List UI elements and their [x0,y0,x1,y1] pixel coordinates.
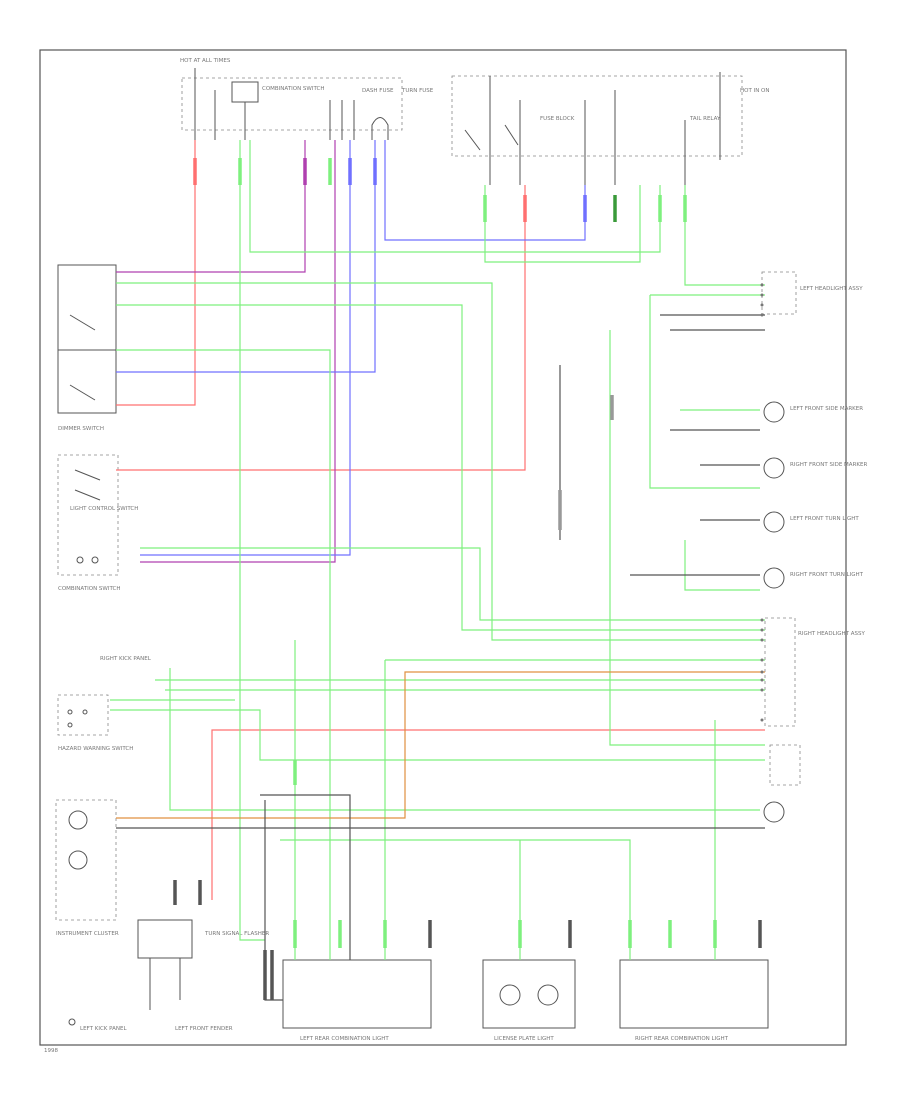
wire-blue-1 [116,140,376,373]
wire-green-19 [280,839,631,960]
label-turn-fuse: TURN FUSE [401,88,434,94]
label-license-plate: LICENSE PLATE LIGHT [494,1036,554,1042]
wire-green-12 [684,540,760,591]
label-left-kick-panel: LEFT KICK PANEL [80,1026,127,1032]
wire-orange-1 [116,671,765,819]
label-dash-fuse: DASH FUSE [362,88,394,94]
turn-flasher: TURN SIGNAL FLASHER LEFT KICK PANEL LEFT… [68,919,269,1032]
label-hazard-switch: HAZARD WARNING SWITCH [58,746,133,752]
label-left-headlight: LEFT HEADLIGHT ASSY [800,286,863,292]
wire-green-1 [239,140,265,941]
label-tail-relay: TAIL RELAY [689,116,721,122]
wire-green-2 [249,140,661,253]
rear-lights: LEFT REAR COMBINATION LIGHT LICENSE PLAT… [282,959,769,1042]
wire-red-3 [211,729,765,900]
wire-green-5 [116,349,331,960]
right-side-lights: LEFT HEADLIGHT ASSY LEFT FRONT SIDE MARK… [761,271,867,823]
hazard-switch-left: HAZARD WARNING SWITCH RIGHT KICK PANEL [57,656,152,752]
label-light-control-switch: LIGHT CONTROL SWITCH [70,506,138,512]
dimmer-switch: DIMMER SWITCH [57,264,117,432]
wire-purple-2 [140,140,336,563]
wire-black-7 [260,794,351,960]
label-left-rear-combination: LEFT REAR COMBINATION LIGHT [300,1036,389,1042]
wire-green-15 [169,668,760,811]
label-instrument-cluster: INSTRUMENT CLUSTER [56,931,119,937]
wire-green-8 [684,185,765,286]
connector-pins [173,158,762,1000]
wire-green-16 [110,709,765,761]
label-right-headlight: RIGHT HEADLIGHT ASSY [798,631,865,637]
label-combination-switch: COMBINATION SWITCH [58,586,121,592]
label-hot-in-on: HOT IN ON [740,88,770,94]
label-combination-switch-top: COMBINATION SWITCH [262,86,325,92]
wire-green-4 [116,304,765,631]
wire-red-1 [116,140,196,406]
label-left-front-side-marker: LEFT FRONT SIDE MARKER [790,406,863,412]
wire-green-22 [609,330,765,746]
diagram-frame [39,49,847,1046]
label-right-ground: RIGHT KICK PANEL [100,656,152,662]
label-left-front-fender: LEFT FRONT FENDER [175,1026,233,1032]
label-right-front-side-marker: RIGHT FRONT SIDE MARKER [790,462,867,468]
wires [110,140,765,1001]
right-connector-dots [760,283,764,722]
wire-green-3 [116,282,765,641]
label-turn-flasher: TURN SIGNAL FLASHER [204,931,269,937]
wire-green-10 [649,295,760,489]
wire-blue-2 [140,140,351,556]
wire-black-10 [264,800,283,1001]
fuse-block-top-left: HOT AT ALL TIMES COMBINATION SWITCH DASH… [180,58,434,140]
label-left-front-turn: LEFT FRONT TURN LIGHT [790,516,859,522]
label-dimmer-switch: DIMMER SWITCH [58,426,104,432]
light-control-switch: LIGHT CONTROL SWITCH COMBINATION SWITCH [57,454,138,592]
wire-green-7 [484,185,641,263]
label-hot-at-all-times: HOT AT ALL TIMES [180,58,231,64]
footer-year: 1998 [44,1048,58,1054]
wire-green-6 [140,547,765,621]
label-right-rear-combination: RIGHT REAR COMBINATION LIGHT [635,1036,729,1042]
label-fuse-block: FUSE BLOCK [540,116,575,122]
instrument-cluster: INSTRUMENT CLUSTER [55,799,119,937]
label-right-front-turn: RIGHT FRONT TURN LIGHT [790,572,864,578]
relay-block-top-right: HOT IN ON FUSE BLOCK TAIL RELAY [451,72,770,185]
wire-red-2 [116,185,526,471]
